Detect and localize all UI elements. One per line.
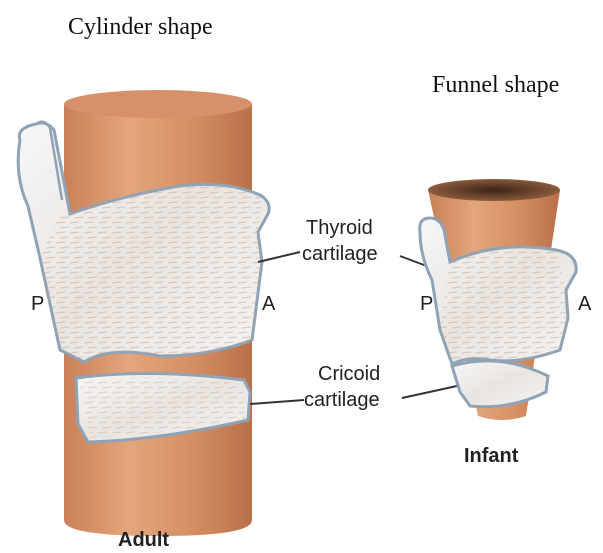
infant-larynx [420,179,576,420]
adult-anterior-label: A [262,293,276,315]
adult-airway-opening [64,90,252,118]
cricoid-label-line2: cartilage [304,389,380,411]
cylinder-shape-title: Cylinder shape [68,14,213,40]
cricoid-leader-infant [402,384,466,398]
thyroid-leader-adult [258,252,300,262]
adult-larynx [18,90,269,536]
infant-airway-opening [428,179,560,201]
funnel-shape-title: Funnel shape [432,72,559,98]
infant-thyroid-texture [440,247,568,364]
infant-anterior-label: A [578,293,592,315]
adult-caption: Adult [118,529,169,551]
thyroid-label-line2: cartilage [302,243,378,265]
adult-thyroid-texture [40,184,262,362]
infant-cricoid-cartilage [452,361,548,407]
infant-caption: Infant [464,445,519,467]
cricoid-label-line1: Cricoid [318,363,380,385]
adult-posterior-label: P [31,293,44,315]
cricoid-leader-adult [250,400,304,404]
thyroid-label-line1: Thyroid [306,217,373,239]
infant-posterior-label: P [420,293,433,315]
